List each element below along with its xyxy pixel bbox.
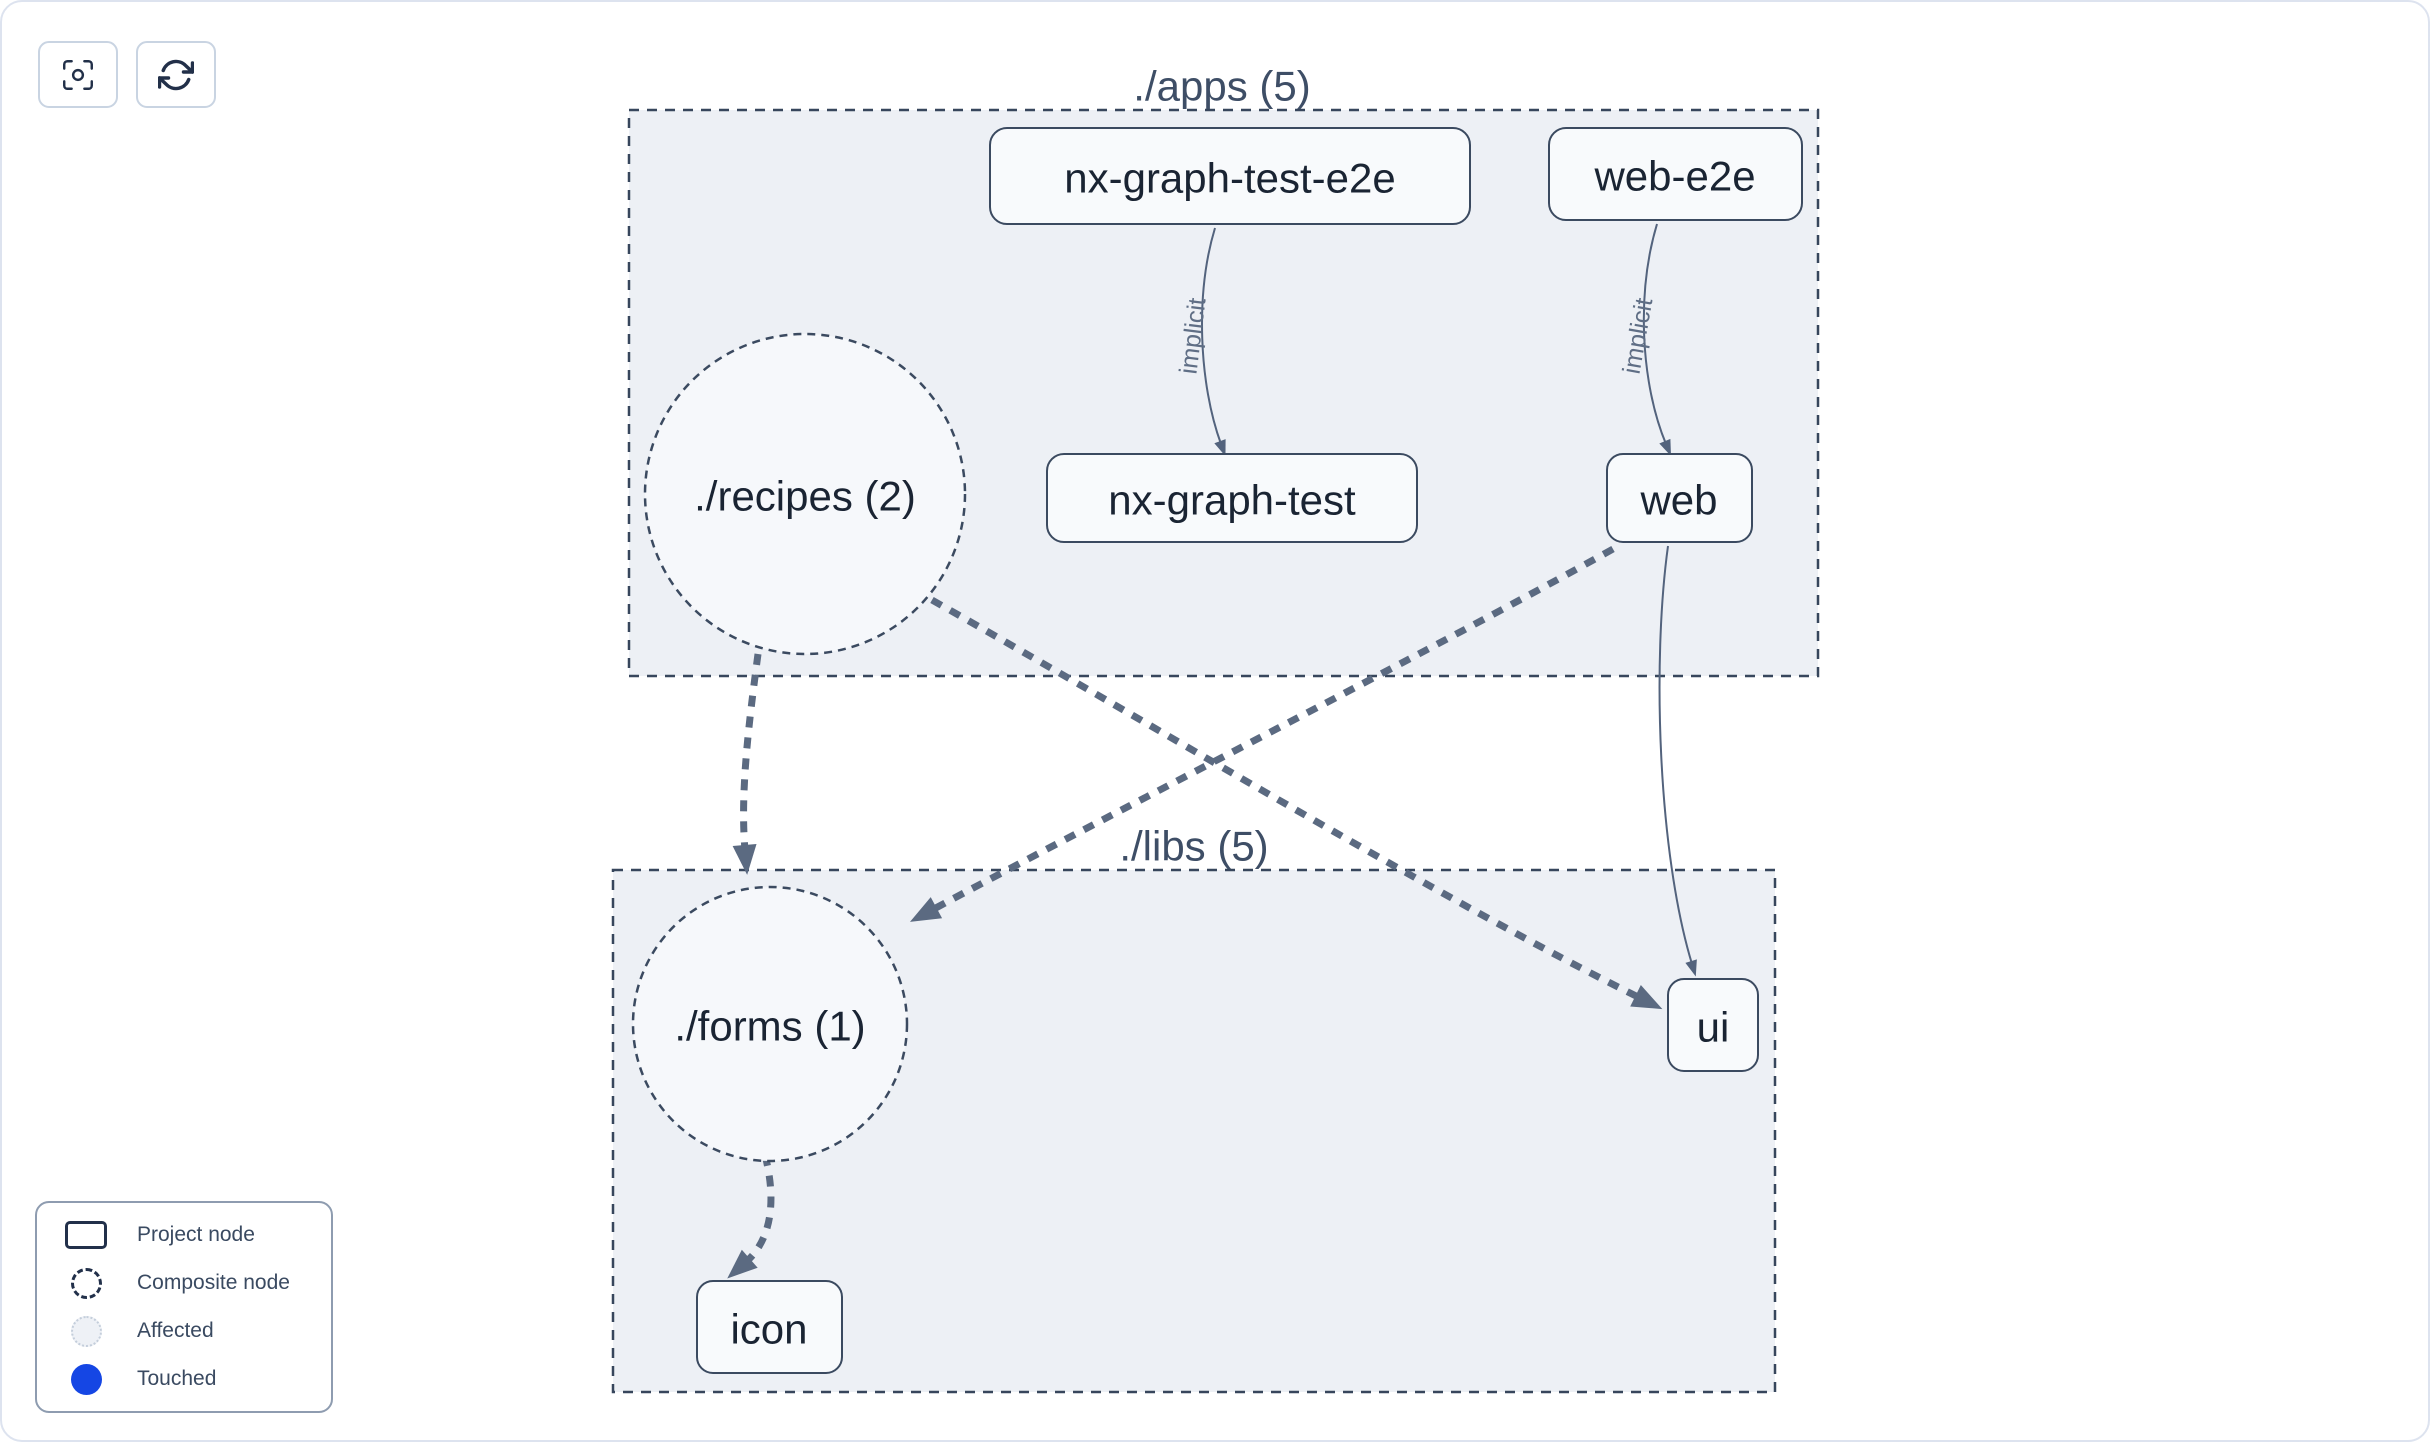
legend-item-composite-node: Composite node	[63, 1267, 331, 1299]
refresh-graph-button[interactable]	[136, 41, 216, 108]
node-ui-box	[1667, 978, 1759, 1072]
focus-target-icon	[63, 59, 93, 90]
node-web-e2e-label: web-e2e	[1593, 153, 1755, 200]
node-recipes-label: ./recipes (2)	[694, 473, 916, 520]
composite-node-swatch	[63, 1267, 109, 1299]
edge-webe2e-to-web	[1642, 223, 1671, 457]
node-web-e2e-box	[1548, 127, 1803, 221]
node-nx-graph-test-e2e[interactable]: nx-graph-test-e2e	[989, 127, 1471, 225]
node-icon-box	[696, 1280, 843, 1374]
node-forms-circle	[631, 885, 909, 1163]
edge-e2e-to-nx-graph-test	[1201, 227, 1226, 457]
graph-legend: Project node Composite node Affected Tou…	[35, 1201, 333, 1413]
legend-label: Project node	[137, 1223, 255, 1246]
edge-web-to-ui	[1658, 545, 1697, 977]
legend-label: Composite node	[137, 1271, 290, 1294]
edge-web-to-forms	[909, 545, 1615, 922]
cluster-libs-title: ./libs (5)	[1119, 823, 1268, 870]
node-nx-graph-test-e2e-label: nx-graph-test-e2e	[1064, 155, 1396, 202]
node-ui[interactable]: ui	[1667, 978, 1759, 1072]
node-forms[interactable]: ./forms (1)	[631, 885, 909, 1163]
node-icon[interactable]: icon	[696, 1280, 843, 1374]
node-ui-label: ui	[1697, 1004, 1730, 1051]
legend-item-touched: Touched	[63, 1363, 331, 1395]
center-graph-button[interactable]	[38, 41, 118, 108]
node-icon-label: icon	[730, 1306, 807, 1353]
project-node-swatch	[63, 1221, 109, 1249]
touched-swatch	[63, 1363, 109, 1395]
edge-recipes-to-ui	[930, 596, 1663, 1010]
node-web-e2e[interactable]: web-e2e	[1548, 127, 1803, 221]
node-web-label: web	[1639, 477, 1717, 524]
edge-forms-to-icon	[727, 1154, 775, 1279]
node-forms-label: ./forms (1)	[674, 1003, 865, 1050]
legend-label: Touched	[137, 1367, 217, 1390]
edge-recipes-to-forms	[732, 653, 762, 875]
node-recipes-circle	[643, 332, 967, 656]
node-recipes[interactable]: ./recipes (2)	[643, 332, 967, 656]
legend-item-project-node: Project node	[63, 1220, 331, 1251]
affected-swatch	[63, 1315, 109, 1347]
node-web[interactable]: web	[1606, 453, 1753, 543]
node-nx-graph-test-e2e-box	[989, 127, 1471, 225]
legend-item-affected: Affected	[63, 1315, 331, 1347]
node-nx-graph-test-label: nx-graph-test	[1108, 477, 1356, 524]
refresh-icon	[158, 59, 194, 90]
graph-toolbar	[38, 41, 216, 108]
node-nx-graph-test-box	[1046, 453, 1418, 543]
node-web-box	[1606, 453, 1753, 543]
cluster-apps-title: ./apps (5)	[1133, 63, 1310, 110]
legend-label: Affected	[137, 1319, 214, 1342]
node-nx-graph-test[interactable]: nx-graph-test	[1046, 453, 1418, 543]
